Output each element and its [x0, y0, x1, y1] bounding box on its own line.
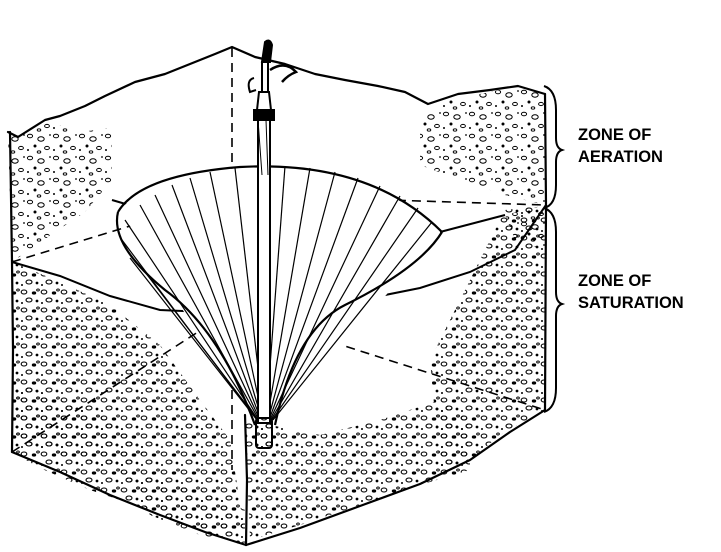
saturation-label-line2: SATURATION [578, 294, 684, 312]
aeration-label-line1: ZONE OF [578, 126, 652, 144]
pump-handle [269, 64, 299, 83]
well-screen [255, 417, 273, 449]
pump-spout [247, 77, 257, 94]
well-casing [257, 117, 271, 424]
saturation-bracket [543, 207, 566, 413]
zone-of-saturation-label: ZONE OF SATURATION [578, 270, 684, 314]
soil-texture [8, 86, 545, 545]
aeration-label-line2: AERATION [578, 148, 663, 166]
pump-body [253, 109, 275, 121]
zone-brackets [543, 85, 566, 413]
cone-of-depression [115, 165, 443, 426]
well [247, 39, 299, 449]
saturation-label-line1: ZONE OF [578, 272, 652, 290]
aeration-bracket [543, 85, 566, 209]
zone-of-aeration-label: ZONE OF AERATION [578, 124, 663, 168]
